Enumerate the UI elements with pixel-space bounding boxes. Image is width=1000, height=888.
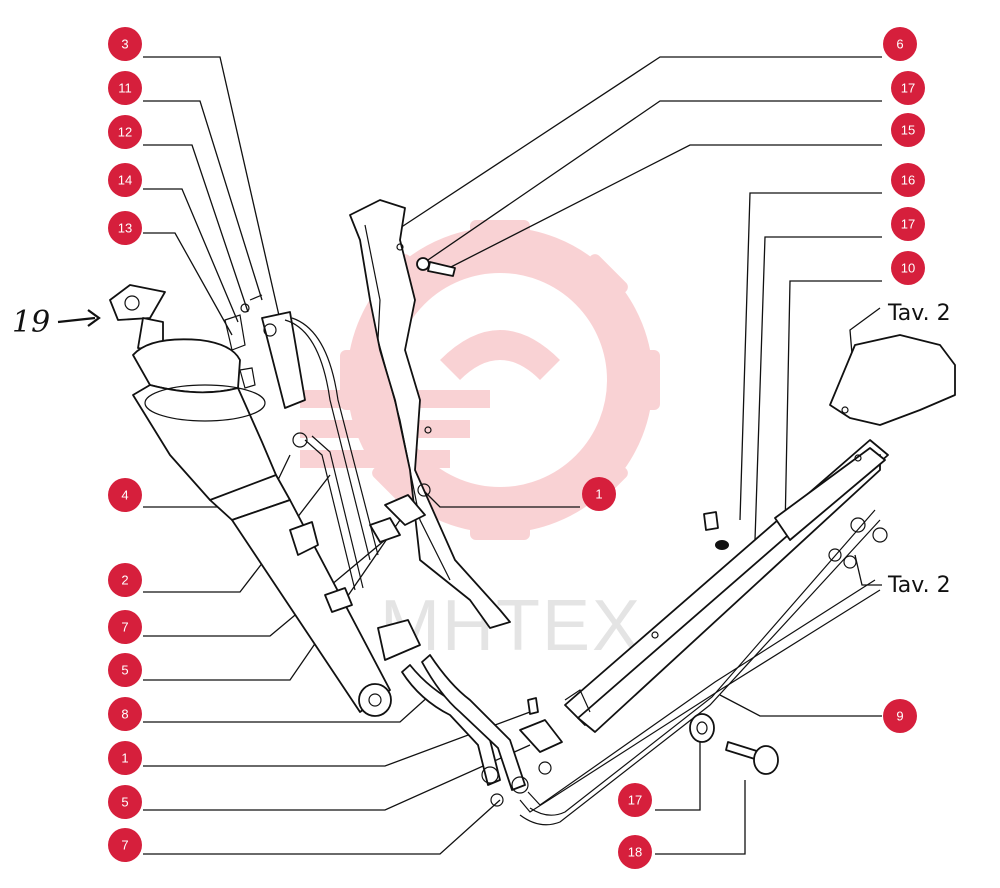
callout-number: 13 (118, 221, 132, 236)
callout-badge: 7 (108, 610, 142, 644)
callout-number: 4 (121, 488, 128, 503)
callout-circle (891, 71, 925, 105)
callout-number: 8 (121, 707, 128, 722)
callout-circle (108, 828, 142, 862)
callout-badge: 13 (108, 211, 142, 245)
callout-badge: 1 (108, 741, 142, 775)
callout-circle (891, 207, 925, 241)
callout-badge: 3 (108, 27, 142, 61)
callout-number: 3 (121, 37, 128, 52)
callout-circle (891, 251, 925, 285)
callouts: 3 11 12 14 13 4 2 7 5 8 1 5 7 6 17 15 16… (108, 27, 925, 869)
callout-badge: 5 (108, 653, 142, 687)
callout-badge: 1 (582, 477, 616, 511)
cover-plate-tav2 (829, 334, 956, 426)
callout-circle (883, 699, 917, 733)
callout-badge: 8 (108, 697, 142, 731)
small-bolt-right (703, 511, 729, 550)
callout-number: 12 (118, 125, 132, 140)
callout-number: 16 (901, 173, 915, 188)
callout-badge: 7 (108, 828, 142, 862)
callout-number: 9 (896, 709, 903, 724)
callout-number: 15 (901, 123, 915, 138)
callout-circle (108, 71, 142, 105)
handwritten-arrow (57, 309, 101, 327)
clamp-block-upper (369, 483, 431, 543)
leader-lines (143, 56, 882, 855)
callout-circle (108, 697, 142, 731)
callout-circle (891, 113, 925, 147)
hydraulic-cylinder (109, 284, 421, 717)
watermark-gear-icon (300, 220, 660, 540)
small-fittings-top (224, 294, 263, 389)
watermark-text: MHTEX (380, 586, 642, 666)
callout-number: 18 (628, 845, 642, 860)
callout-number: 2 (121, 573, 128, 588)
callout-number: 5 (121, 795, 128, 810)
callout-badge: 9 (883, 699, 917, 733)
callout-badge: 2 (108, 563, 142, 597)
callout-badge: 16 (891, 163, 925, 197)
callout-number: 14 (118, 173, 132, 188)
callout-circle (108, 741, 142, 775)
callout-number: 6 (896, 37, 903, 52)
callout-badge: 14 (108, 163, 142, 197)
callout-circle (891, 163, 925, 197)
lower-pipes (519, 509, 888, 826)
clamp-block-lower (519, 697, 563, 775)
callout-number: 17 (628, 793, 642, 808)
callout-number: 10 (901, 261, 915, 276)
reference-tav2-bottom: Tav. 2 (887, 573, 951, 598)
callout-badge: 11 (108, 71, 142, 105)
callout-badge: 12 (108, 115, 142, 149)
callout-circle (108, 115, 142, 149)
callout-number: 17 (901, 217, 915, 232)
callout-circle (108, 610, 142, 644)
callout-circle (108, 27, 142, 61)
callout-number: 17 (901, 81, 915, 96)
callout-number: 7 (121, 838, 128, 853)
callout-circle (618, 835, 652, 869)
callout-number: 11 (118, 81, 132, 96)
callout-badge: 5 (108, 785, 142, 819)
callout-badge: 6 (883, 27, 917, 61)
callout-badge: 17 (891, 207, 925, 241)
callout-circle (108, 163, 142, 197)
reference-tav2-top: Tav. 2 (887, 301, 951, 326)
callout-circle (108, 785, 142, 819)
bolt-assembly-top (416, 257, 456, 277)
callout-badge: 10 (891, 251, 925, 285)
callout-circle (108, 478, 142, 512)
callout-circle (618, 783, 652, 817)
handwritten-part-number: 19 (12, 305, 50, 340)
callout-number: 7 (121, 620, 128, 635)
callout-circle (108, 563, 142, 597)
callout-badge: 17 (891, 71, 925, 105)
callout-circle (108, 653, 142, 687)
washer-and-bolt (689, 713, 779, 775)
hoses (401, 654, 529, 807)
callout-number: 5 (121, 663, 128, 678)
callout-circle (108, 211, 142, 245)
callout-badge: 4 (108, 478, 142, 512)
callout-badge: 15 (891, 113, 925, 147)
cylinder-mount-plate (261, 311, 379, 591)
horizontal-rail (564, 439, 889, 733)
callout-circle (883, 27, 917, 61)
callout-number: 1 (595, 487, 602, 502)
callout-badge: 18 (618, 835, 652, 869)
callout-circle (582, 477, 616, 511)
callout-number: 1 (121, 751, 128, 766)
callout-badge: 17 (618, 783, 652, 817)
vertical-frame-bar (349, 199, 511, 629)
